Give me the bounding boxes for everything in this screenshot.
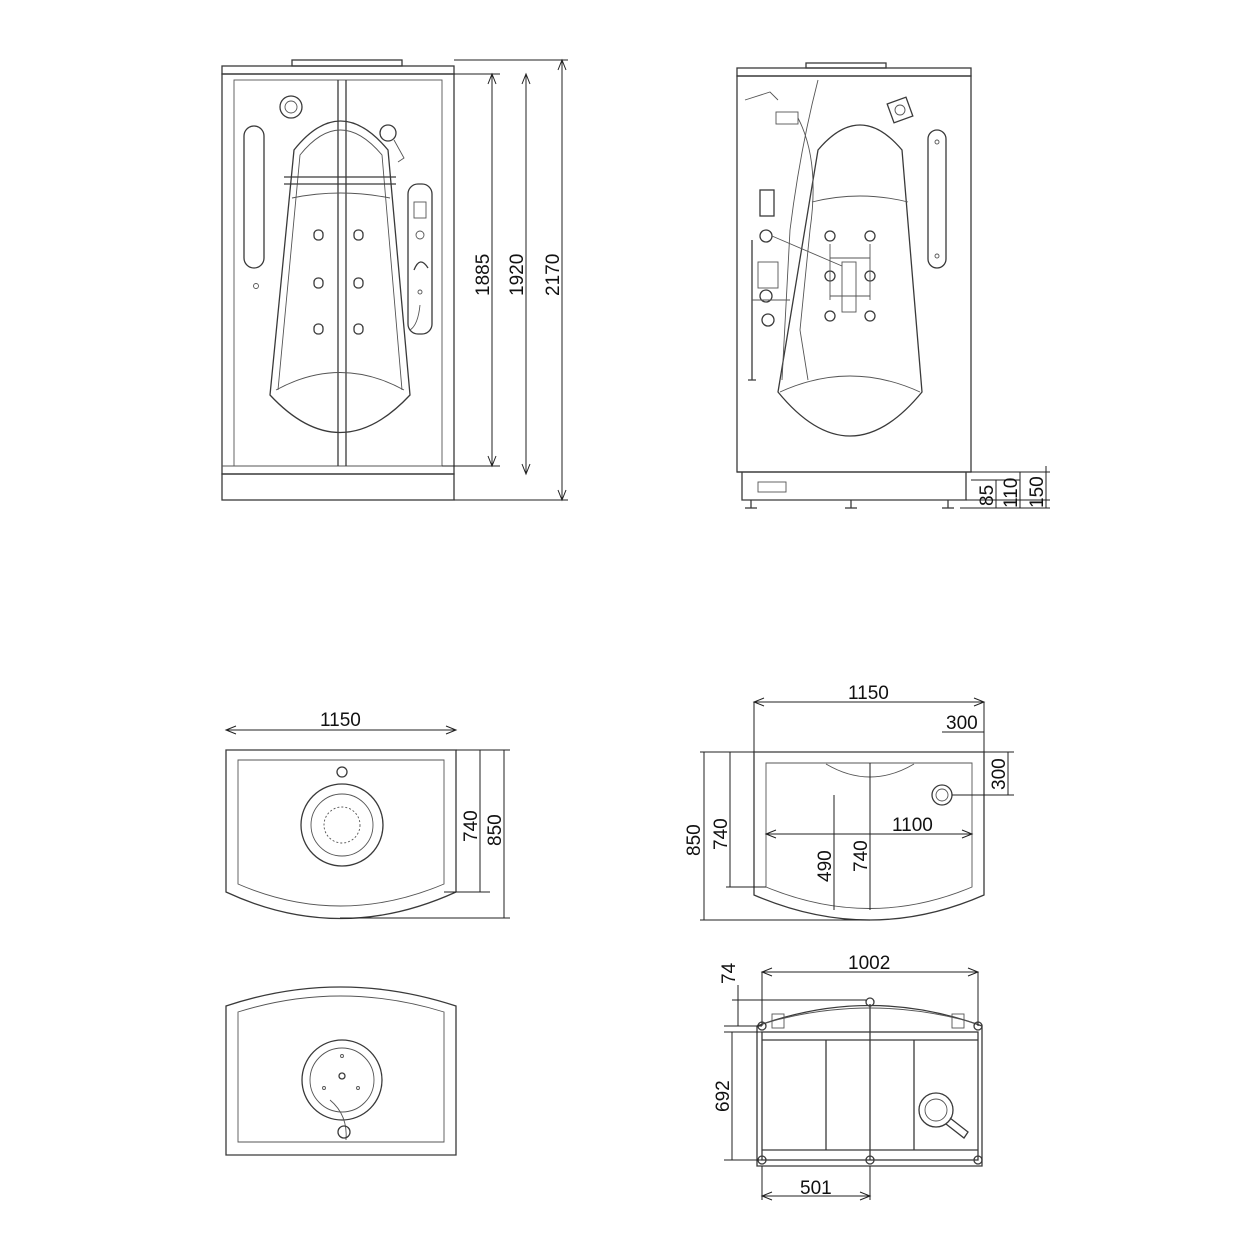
dim-501: 501 [800,1178,832,1199]
drain-icon [931,784,953,806]
waste-outlet-icon [337,1125,351,1139]
top-view: 1150 740 850 [224,710,510,920]
dim-110: 110 [1001,478,1022,508]
jet-nozzles [824,230,876,322]
side-dimensions: 85 110 150 [960,466,1050,509]
massage-jets [313,229,364,335]
frame-view: 1002 74 692 501 [713,953,983,1201]
dim-1002: 1002 [848,953,890,974]
dim-490: 490 [815,850,836,882]
shower-head-icon [379,124,405,163]
front-view: 1885 1920 2170 [221,58,568,502]
front-dimensions: 1885 1920 2170 [442,58,568,502]
dim-74: 74 [719,962,740,984]
siphon-icon [918,1092,969,1139]
control-panel [407,183,433,335]
dim-150: 150 [1027,476,1048,508]
dim-740-base-inner: 740 [851,840,872,872]
frame-dimensions: 1002 74 692 501 [713,953,980,1201]
support-legs [745,500,954,509]
side-view: 85 110 150 [736,62,1050,509]
dim-1150-base: 1150 [848,683,889,704]
base-view: 1150 300 300 850 740 490 740 1100 [684,683,1014,921]
base-dimensions: 1150 300 300 850 740 490 740 1100 [684,683,1014,921]
light-icon [279,95,303,119]
frame-feet [757,997,983,1165]
dim-1885: 1885 [473,254,494,296]
dim-1100: 1100 [892,815,933,836]
dim-1150-top: 1150 [320,710,361,731]
fan-icon [300,783,384,867]
dim-740-top: 740 [461,810,482,842]
side-light [886,96,914,124]
dim-740-base-outer: 740 [711,818,732,850]
dim-692: 692 [713,1080,734,1112]
dim-300-horizontal: 300 [946,713,978,734]
dim-300-vertical: 300 [989,758,1010,790]
top-dimensions: 1150 740 850 [224,710,510,919]
dim-850-base: 850 [684,824,705,856]
plumbing-pipes [744,79,843,381]
dim-2170: 2170 [543,254,564,296]
dim-850-top: 850 [485,814,506,846]
dim-1920: 1920 [507,254,528,296]
dim-85: 85 [977,485,998,506]
tray-bottom-view [225,986,457,1156]
